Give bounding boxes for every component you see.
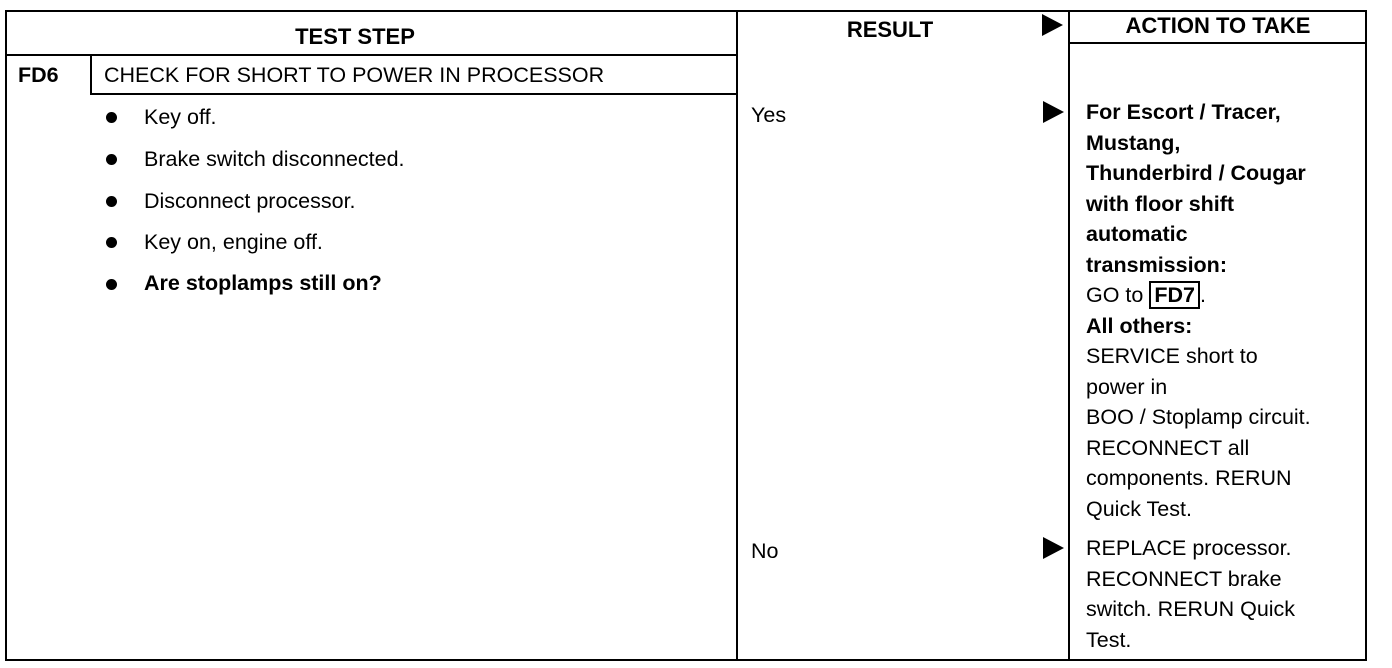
action-line: REPLACE processor. — [1086, 536, 1292, 560]
step-id-divider — [90, 54, 92, 95]
action-column-divider — [1068, 10, 1070, 661]
action-line: Quick Test. — [1086, 496, 1192, 521]
table-right-border — [1365, 10, 1367, 661]
table-bottom-border — [5, 659, 1367, 661]
action-line: BOO / Stoplamp circuit. — [1086, 405, 1311, 429]
result-yes-arrow-icon — [1043, 101, 1064, 123]
all-others-label: All others: — [1086, 313, 1193, 338]
result-yes-action: For Escort / Tracer, Mustang, Thunderbir… — [1086, 97, 1311, 524]
action-line: power in — [1086, 374, 1168, 399]
bullet-item: Key on, engine off. — [144, 230, 323, 254]
bullet-dot-icon — [106, 154, 117, 165]
action-line: Mustang, — [1086, 130, 1181, 155]
action-line: switch. RERUN Quick — [1086, 597, 1296, 621]
goto-suffix: . — [1199, 283, 1206, 307]
header-action-to-take: ACTION TO TAKE — [1125, 13, 1311, 38]
table-left-border — [5, 10, 7, 661]
action-line: For Escort / Tracer, — [1086, 100, 1281, 124]
step-id: FD6 — [18, 63, 59, 87]
result-no-arrow-icon — [1043, 537, 1064, 559]
header-test-step: TEST STEP — [295, 24, 415, 49]
bullet-dot-icon — [106, 237, 117, 248]
goto-step-reference[interactable]: FD7 — [1149, 281, 1200, 309]
bullet-item: Key off. — [144, 105, 217, 129]
result-no-label: No — [751, 539, 779, 563]
step-title: CHECK FOR SHORT TO POWER IN PROCESSOR — [104, 63, 605, 87]
header-arrow-icon — [1042, 14, 1063, 36]
goto-line: GO to FD7. — [1086, 280, 1311, 311]
bullet-item: Brake switch disconnected. — [144, 147, 405, 171]
result-no-action: REPLACE processor. RECONNECT brake switc… — [1086, 533, 1295, 655]
bullet-item: Disconnect processor. — [144, 189, 356, 213]
bullet-item-question: Are stoplamps still on? — [144, 271, 382, 295]
action-line: RECONNECT brake — [1086, 566, 1282, 591]
action-line: components. RERUN — [1086, 466, 1292, 490]
action-line: RECONNECT all — [1086, 435, 1250, 460]
bullet-dot-icon — [106, 279, 117, 290]
bullet-dot-icon — [106, 112, 117, 123]
action-line: Test. — [1086, 627, 1132, 652]
result-yes-label: Yes — [751, 103, 787, 127]
action-header-underline — [1068, 42, 1367, 44]
goto-prefix: GO to — [1086, 283, 1144, 307]
test-step-header-underline — [5, 54, 737, 56]
result-column-divider — [736, 10, 738, 661]
action-line: automatic — [1086, 222, 1188, 246]
action-line: SERVICE short to — [1086, 344, 1258, 368]
action-line: with floor shift — [1086, 191, 1235, 216]
step-title-underline — [90, 93, 737, 95]
table-top-border — [5, 10, 1367, 12]
action-line: transmission: — [1086, 252, 1227, 277]
bullet-dot-icon — [106, 196, 117, 207]
header-result: RESULT — [846, 17, 934, 42]
action-line: Thunderbird / Cougar — [1086, 161, 1306, 185]
